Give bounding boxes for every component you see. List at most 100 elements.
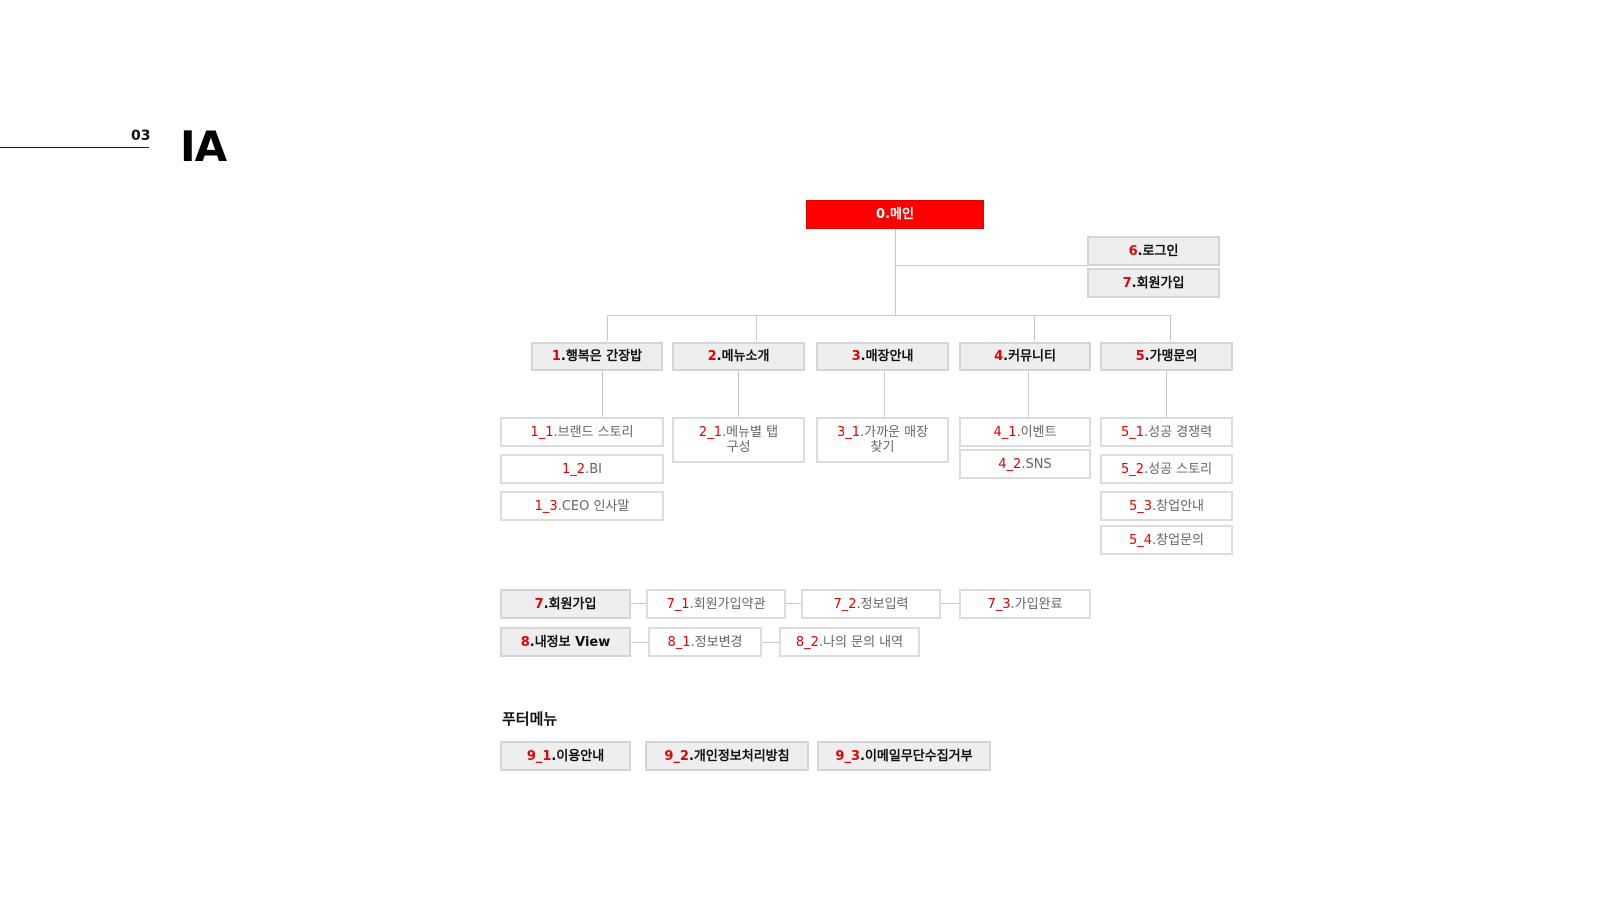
node-number: 3_1 [836, 425, 860, 440]
connector [630, 603, 646, 604]
node-label: .성공 경쟁력 [1143, 424, 1213, 440]
node-number: 4_2 [998, 456, 1022, 472]
flow-signup-step-1: 7_1.회원가입약관 [646, 589, 786, 619]
node-number: 8 [520, 634, 530, 650]
node-label: .정보입력 [856, 596, 909, 612]
node-label: .정보변경 [690, 634, 743, 650]
node-1-3: 1_3.CEO 인사말 [500, 491, 664, 521]
connector [756, 315, 757, 341]
node-login: 6.로그인 [1087, 236, 1220, 266]
node-number: 8_1 [667, 634, 691, 650]
node-number: 1_1 [530, 424, 554, 440]
node-4-2: 4_2.SNS [959, 449, 1091, 479]
node-number: 7_1 [666, 596, 690, 612]
node-category-1: 1.행복은 간장밥 [531, 342, 663, 371]
node-number: 9_1 [526, 748, 552, 764]
node-number: 4_1 [993, 424, 1017, 440]
node-label: .이벤트 [1016, 424, 1057, 440]
node-number: 7_3 [987, 596, 1011, 612]
connector [1028, 370, 1029, 417]
connector [786, 603, 801, 604]
section-number: 03 [131, 128, 151, 144]
node-number: 3 [851, 349, 861, 364]
node-label: .창업안내 [1152, 498, 1205, 514]
flow-myinfo-head: 8.내정보 View [500, 627, 631, 657]
node-label: .창업문의 [1152, 532, 1205, 548]
node-1-1: 1_1.브랜드 스토리 [500, 417, 664, 447]
node-label: .내정보 View [529, 634, 611, 650]
node-number: 1_2 [562, 461, 586, 477]
connector [1166, 370, 1167, 417]
footer-item-email: 9_3.이메일무단수집거부 [817, 741, 991, 771]
node-2-1: 2_1.메뉴별 탭구성 [672, 417, 805, 463]
node-number: 5 [1135, 349, 1145, 364]
connector [941, 603, 959, 604]
node-number: 5_3 [1128, 498, 1153, 514]
node-label: .회원가입 [543, 596, 597, 612]
node-label: .BI [585, 461, 602, 477]
node-label: .이메일무단수집거부 [860, 748, 973, 764]
node-label: .메뉴별 탭구성 [721, 425, 779, 455]
node-1-2: 1_2.BI [500, 454, 664, 484]
node-label: .로그인 [1137, 243, 1179, 259]
footer-menu-title: 푸터메뉴 [502, 710, 558, 728]
node-number: 5_1 [1120, 424, 1144, 440]
node-label: .회원가입약관 [689, 596, 766, 612]
node-label: .커뮤니티 [1003, 349, 1056, 364]
connector [602, 370, 603, 417]
flow-myinfo-step-1: 8_1.정보변경 [648, 627, 762, 657]
connector [1170, 315, 1171, 341]
connector [738, 370, 739, 417]
node-3-1: 3_1.가까운 매장 찾기 [816, 417, 949, 463]
node-number: 1_3 [534, 498, 558, 514]
node-label: .가입완료 [1010, 596, 1063, 612]
node-number: 9_3 [835, 748, 860, 764]
flow-signup-head: 7.회원가입 [500, 589, 631, 619]
node-number: 8_2 [795, 634, 819, 650]
node-category-3: 3.매장안내 [816, 342, 949, 371]
node-number: 7_2 [833, 596, 857, 612]
page-title: IA [180, 122, 227, 171]
connector [884, 370, 885, 417]
connector [607, 315, 1171, 316]
node-5-2: 5_2.성공 스토리 [1100, 454, 1233, 484]
node-label: .이용안내 [551, 748, 605, 764]
connector [895, 228, 896, 316]
node-category-5: 5.가맹문의 [1100, 342, 1233, 371]
node-label: .브랜드 스토리 [553, 424, 634, 440]
node-number: 1 [551, 349, 561, 364]
node-label: .회원가입 [1131, 275, 1185, 291]
node-label: .SNS [1021, 456, 1052, 472]
node-category-2: 2.메뉴소개 [672, 342, 805, 371]
node-number: 5_2 [1120, 461, 1144, 477]
node-number: 9_2 [664, 748, 689, 764]
node-5-1: 5_1.성공 경쟁력 [1100, 417, 1233, 447]
footer-item-privacy: 9_2.개인정보처리방침 [645, 741, 809, 771]
connector [607, 315, 608, 341]
node-4-1: 4_1.이벤트 [959, 417, 1091, 447]
node-5-4: 5_4.창업문의 [1100, 525, 1233, 555]
node-label: .나의 문의 내역 [818, 634, 904, 650]
node-label: .매장안내 [860, 349, 914, 364]
node-label: .개인정보처리방침 [688, 748, 790, 764]
footer-item-terms: 9_1.이용안내 [500, 741, 631, 771]
connector [762, 642, 779, 643]
connector [895, 265, 1087, 266]
connector [630, 642, 648, 643]
node-category-4: 4.커뮤니티 [959, 342, 1091, 371]
node-signup: 7.회원가입 [1087, 268, 1220, 298]
node-label: .메인 [885, 207, 914, 222]
node-label: .가까운 매장 찾기 [859, 425, 929, 455]
flow-signup-step-3: 7_3.가입완료 [959, 589, 1091, 619]
node-label: .메뉴소개 [716, 349, 770, 364]
node-main: 0.메인 [806, 200, 984, 229]
node-label: .성공 스토리 [1143, 461, 1213, 477]
node-5-3: 5_3.창업안내 [1100, 491, 1233, 521]
node-label: .행복은 간장밥 [560, 349, 643, 364]
header-rule [0, 147, 149, 148]
node-label: .가맹문의 [1144, 349, 1198, 364]
node-number: 2 [707, 349, 717, 364]
node-number: 0 [876, 207, 886, 222]
node-number: 2_1 [698, 425, 722, 440]
node-number: 5_4 [1128, 532, 1153, 548]
